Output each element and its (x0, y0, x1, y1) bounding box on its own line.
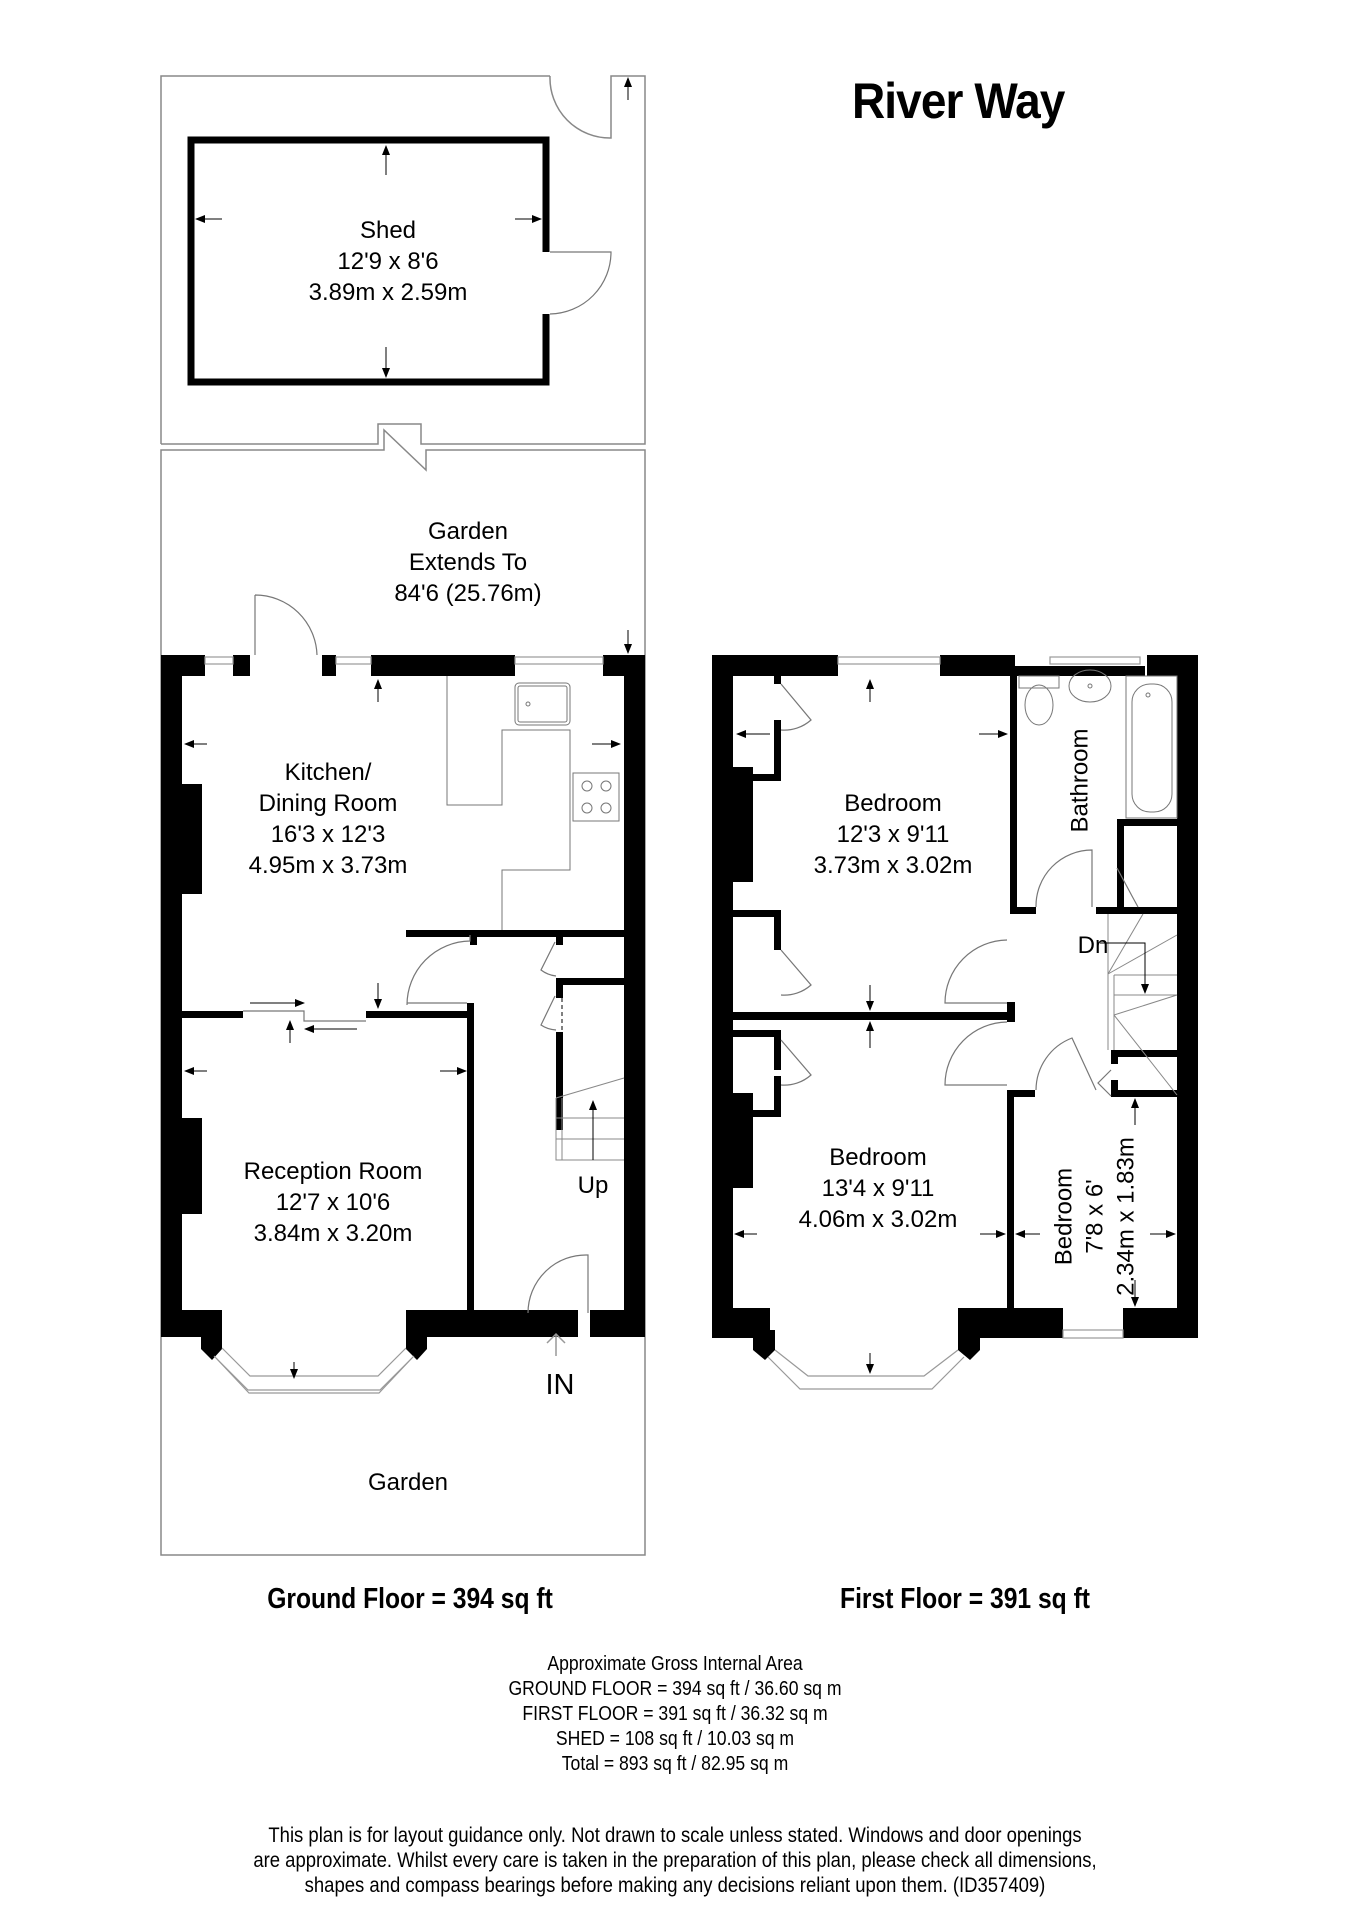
disclaimer-line: are approximate. Whilst every care is ta… (253, 1849, 1097, 1872)
kitchen-dining-label: Kitchen/ Dining Room 16'3 x 12'3 4.95m x… (249, 757, 408, 881)
bedroom-2-label: Bedroom 13'4 x 9'11 4.06m x 3.02m (799, 1142, 958, 1235)
room-dimensions-metric: 4.95m x 3.73m (248, 852, 408, 879)
ground-floor-windows (204, 656, 604, 1394)
room-dimensions-imperial: 16'3 x 12'3 (270, 821, 386, 848)
summary-line: SHED = 108 sq ft / 10.03 sq m (555, 1728, 795, 1750)
first-floor-windows (767, 656, 1141, 1390)
disclaimer-line: This plan is for layout guidance only. N… (268, 1824, 1082, 1847)
room-dimensions-metric: 3.84m x 3.20m (253, 1220, 413, 1247)
ground-floor-doors (243, 594, 589, 1314)
first-floor-dimension-arrows (734, 679, 1176, 1374)
garden-length: 84'6 (25.76m) (394, 580, 542, 607)
rear-garden-label: Garden Extends To 84'6 (25.76m) (394, 516, 541, 609)
ground-floor-dimension-arrows (184, 630, 632, 1379)
summary-line: Total = 893 sq ft / 82.95 sq m (561, 1753, 789, 1775)
bathroom-label: Bathroom (1066, 728, 1094, 833)
room-dimensions-metric: 3.89m x 2.59m (308, 279, 468, 306)
stairs-down-label: Dn (1077, 932, 1109, 959)
summary-heading: Approximate Gross Internal Area (547, 1653, 803, 1675)
room-dimensions-imperial: 12'3 x 9'11 (836, 821, 950, 848)
garden-extends-text: Extends To (408, 549, 528, 576)
room-dimensions-imperial: 7'8 x 6' (1081, 1179, 1109, 1254)
room-name: Bedroom (829, 1144, 927, 1171)
shed-dimension-arrows (195, 145, 542, 378)
room-dimensions-metric: 3.73m x 3.02m (813, 852, 973, 879)
ground-floor-area-heading: Ground Floor = 394 sq ft (267, 1583, 553, 1615)
room-dimensions-imperial: 12'7 x 10'6 (275, 1189, 391, 1216)
ground-floor-walls (161, 655, 645, 1360)
disclaimer: This plan is for layout guidance only. N… (196, 1823, 1154, 1898)
summary-line: GROUND FLOOR = 394 sq ft / 36.60 sq m (508, 1678, 842, 1700)
shed-walls (187, 136, 612, 386)
first-floor-area-heading: First Floor = 391 sq ft (840, 1583, 1090, 1615)
first-floor-doors (780, 683, 1139, 1097)
reception-room-label: Reception Room 12'7 x 10'6 3.84m x 3.20m (244, 1156, 423, 1249)
room-name: Shed (359, 217, 417, 244)
room-dimensions-metric: 2.34m x 1.83m (1112, 1137, 1140, 1296)
stairs-down-arrow-icon (1100, 942, 1149, 994)
garden-name: Garden (427, 518, 509, 545)
room-name: Bedroom (1050, 1167, 1078, 1266)
bedroom-1-label: Bedroom 12'3 x 9'11 3.73m x 3.02m (814, 788, 973, 881)
summary-line: FIRST FLOOR = 391 sq ft / 36.32 sq m (522, 1703, 828, 1725)
ground-floor-stairs (555, 1077, 625, 1161)
bedroom-3-label: Bedroom 7'8 x 6' 2.34m x 1.83m (1049, 1122, 1142, 1312)
bathroom-fixtures (1018, 669, 1178, 819)
room-name: Reception Room (243, 1158, 423, 1185)
entrance-label: IN (545, 1369, 575, 1401)
first-floor-walls (712, 655, 1198, 1360)
room-name: Bedroom (844, 790, 942, 817)
front-garden-label: Garden (367, 1469, 449, 1496)
property-title: River Way (852, 73, 1065, 129)
room-dimensions-imperial: 12'9 x 8'6 (337, 248, 439, 275)
room-name: Kitchen/ (284, 759, 372, 786)
room-name-line2: Dining Room (258, 790, 398, 817)
shed-label: Shed 12'9 x 8'6 3.89m x 2.59m (309, 215, 468, 308)
entrance-arrow-icon (546, 1332, 566, 1356)
first-floor-stairs (1107, 913, 1178, 1096)
stairs-up-label: Up (577, 1172, 609, 1199)
disclaimer-line: shapes and compass bearings before makin… (304, 1874, 1046, 1897)
room-dimensions-metric: 4.06m x 3.02m (798, 1206, 958, 1233)
kitchen-worktops (446, 676, 620, 930)
room-dimensions-imperial: 13'4 x 9'11 (821, 1175, 935, 1202)
shed-plot-boundary (160, 75, 646, 1556)
gross-internal-area-summary: Approximate Gross Internal Area GROUND F… (486, 1652, 864, 1777)
